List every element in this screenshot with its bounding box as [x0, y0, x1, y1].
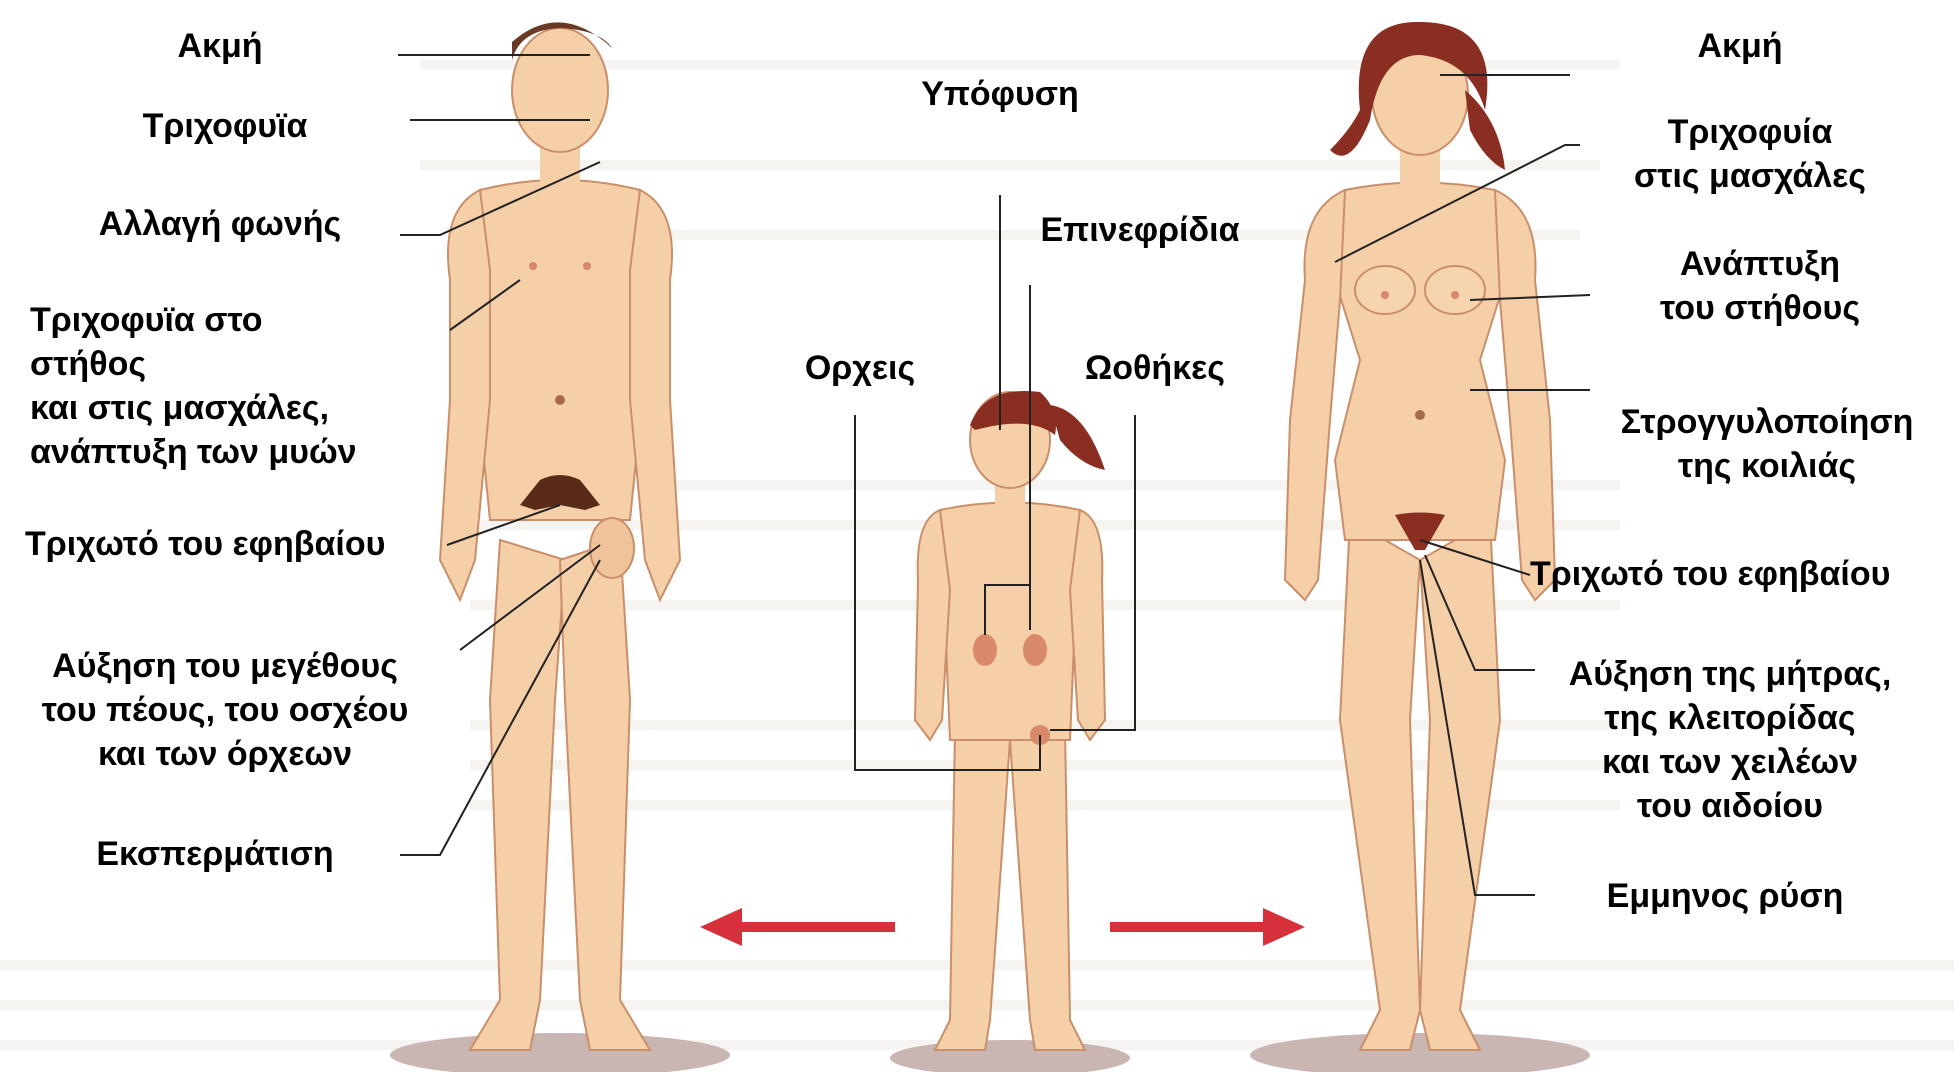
female-nipple-right	[1451, 291, 1459, 299]
label-female-breast-development: Ανάπτυξη του στήθους	[1620, 242, 1900, 330]
label-male-facial-hair: Τριχοφυϊα	[100, 104, 350, 148]
label-female-uterus-line-3: και των χειλέων	[1530, 740, 1930, 784]
child-adrenal-right	[1023, 634, 1047, 666]
label-male-size-line-2: του πέους, του οσχέου	[0, 688, 450, 732]
child-adrenal-left	[973, 634, 997, 666]
male-nipple-right	[583, 262, 591, 270]
label-female-armpit-line-2: στις μασχάλες	[1600, 154, 1900, 198]
male-navel	[555, 395, 565, 405]
label-female-uterus-line-4: του αιδοίου	[1530, 784, 1930, 828]
label-male-chest-line-2: στήθος	[30, 342, 357, 386]
label-child-ovaries: Ωοθήκες	[1060, 346, 1250, 390]
label-male-acne: Ακμή	[110, 24, 330, 68]
label-male-voice-change: Αλλαγή φωνής	[60, 202, 380, 246]
label-female-uterus-line-2: της κλειτορίδας	[1530, 696, 1930, 740]
label-child-adrenals: Επινεφρίδια	[1010, 208, 1270, 252]
label-male-ejaculation: Εκσπερμάτιση	[60, 832, 370, 876]
male-nipple-left	[529, 262, 537, 270]
label-male-genital-growth: Αύξηση του μεγέθους του πέους, του οσχέο…	[0, 644, 450, 776]
label-male-size-line-3: και των όρχεων	[0, 732, 450, 776]
label-male-pubic-hair: Τριχωτό του εφηβαίου	[25, 522, 385, 566]
label-female-belly-line-1: Στρογγυλοποίηση	[1580, 400, 1954, 444]
label-child-pituitary: Υπόφυση	[880, 72, 1120, 116]
label-female-menstruation: Εμμηνος ρύση	[1570, 874, 1880, 918]
label-male-chest-line-1: Τριχοφυϊα στο	[30, 298, 357, 342]
label-male-chest-line-4: ανάπτυξη των μυών	[30, 430, 357, 474]
label-female-uterus-line-1: Αύξηση της μήτρας,	[1530, 652, 1930, 696]
female-nipple-left	[1381, 291, 1389, 299]
label-female-belly-rounding: Στρογγυλοποίηση της κοιλιάς	[1580, 400, 1954, 488]
label-child-testes: Ορχεις	[770, 346, 950, 390]
label-male-chest-hair: Τριχοφυϊα στο στήθος και στις μασχάλες, …	[30, 298, 357, 474]
female-breast-right	[1425, 266, 1485, 314]
label-female-breast-line-1: Ανάπτυξη	[1620, 242, 1900, 286]
label-female-uterus-growth: Αύξηση της μήτρας, της κλειτορίδας και τ…	[1530, 652, 1930, 828]
label-male-chest-line-3: και στις μασχάλες,	[30, 386, 357, 430]
label-female-acne: Ακμή	[1640, 24, 1840, 68]
label-male-size-line-1: Αύξηση του μεγέθους	[0, 644, 450, 688]
label-female-pubic-hair: Τριχωτό του εφηβαίου	[1530, 552, 1890, 596]
label-female-breast-line-2: του στήθους	[1620, 286, 1900, 330]
female-navel	[1415, 410, 1425, 420]
label-female-belly-line-2: της κοιλιάς	[1580, 444, 1954, 488]
female-breast-left	[1355, 266, 1415, 314]
label-female-armpit-hair: Τριχοφυία στις μασχάλες	[1600, 110, 1900, 198]
label-female-armpit-line-1: Τριχοφυία	[1600, 110, 1900, 154]
